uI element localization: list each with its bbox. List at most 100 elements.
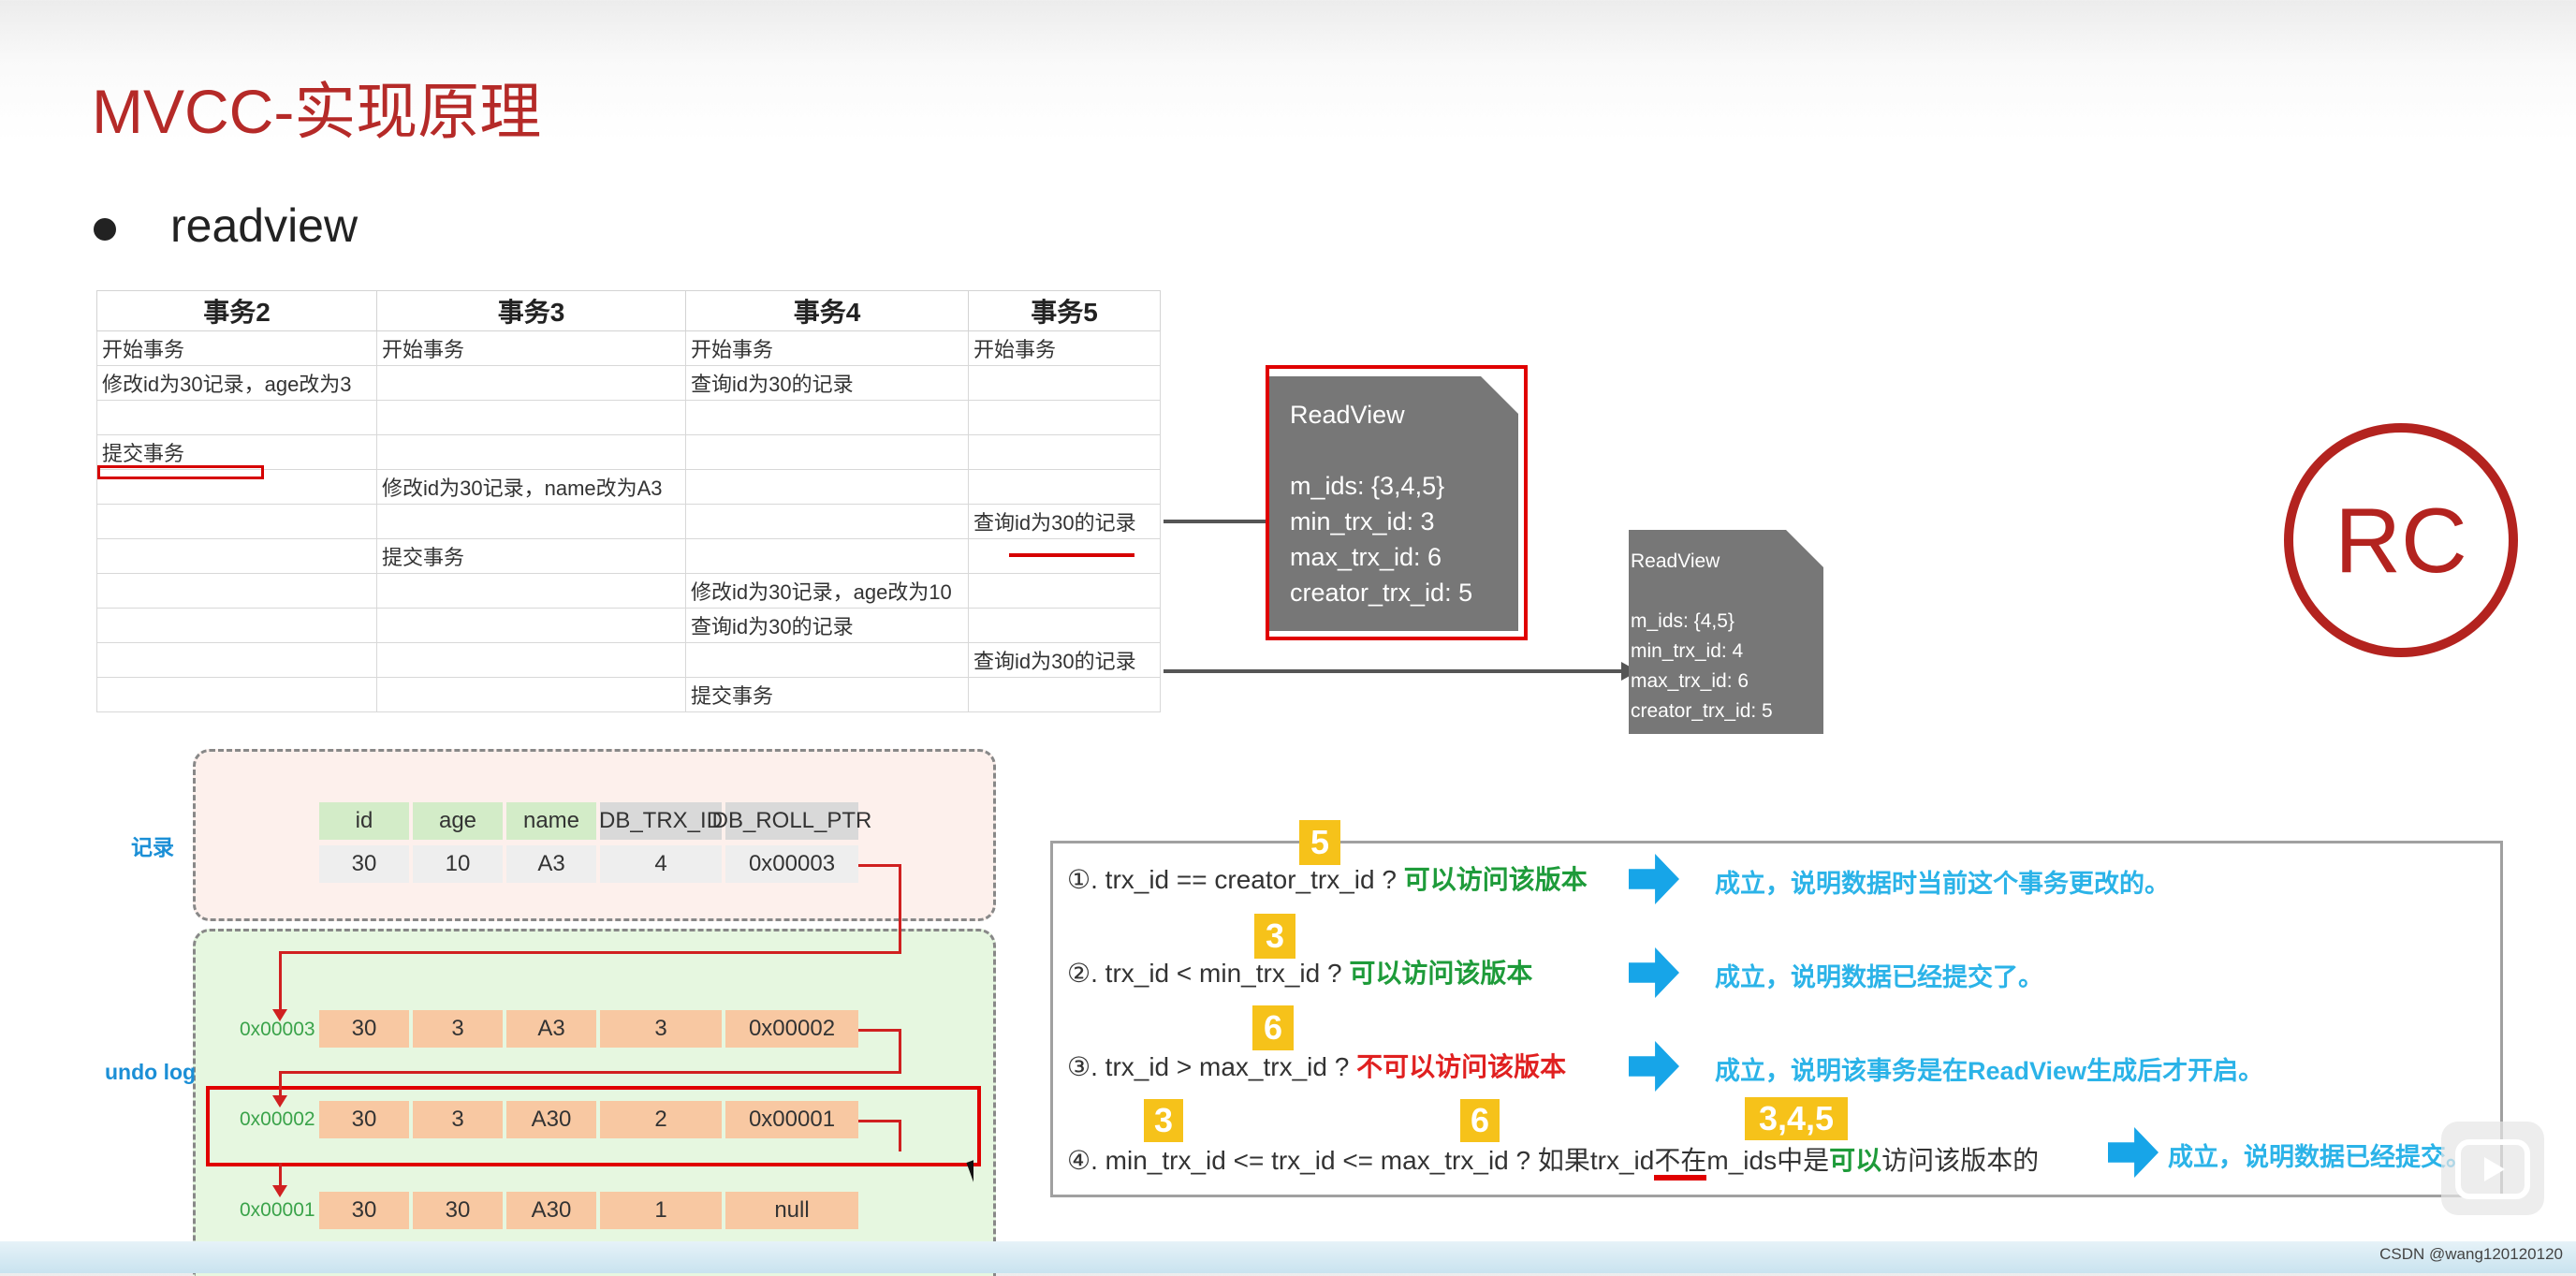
roll-ptr-line [279,1163,282,1191]
undo-row-address: 0x00002 [240,1108,315,1130]
undo-cell: A30 [506,1192,596,1229]
table-row: 查询id为30的记录 [96,504,1161,539]
table-cell: 开始事务 [376,330,686,366]
roll-ptr-line [899,864,901,953]
readview-title: ReadView [1631,550,1720,572]
rule-badge: 6 [1252,1005,1294,1050]
rule-badge: 5 [1299,820,1340,865]
readview-m-ids: m_ids: {4,5} [1631,610,1734,632]
table-row: 修改id为30记录，age改为10 [96,573,1161,609]
roll-ptr-line [858,1120,901,1122]
table-cell [376,504,686,539]
rule-verdict: 可以 [1829,1146,1882,1175]
readview-creator-trx-id: creator_trx_id: 5 [1290,579,1473,607]
record-header-db-trx-id: DB_TRX_ID [599,802,723,840]
undo-cell: A30 [506,1101,596,1138]
table-header-row: 事务2 事务3 事务4 事务5 [96,290,1161,331]
table-cell: 修改id为30记录，name改为A3 [376,469,686,505]
roll-ptr-line [899,1120,901,1151]
table-header-cell: 事务5 [968,290,1161,331]
table-cell [96,642,377,678]
record-value: A3 [506,845,596,883]
roll-ptr-line [279,951,901,954]
rule-3-condition: ③. trx_id > max_trx_id ? 不可以访问该版本 [1067,1047,1566,1084]
rule-4-result: 成立，说明数据已经提交。 [2168,1143,2471,1171]
record-header-name: name [506,802,596,840]
table-cell: 开始事务 [96,330,377,366]
isolation-level-badge: RC [2284,423,2518,657]
table-cell [376,642,686,678]
table-cell: 查询id为30的记录 [968,642,1161,678]
undo-cell: 2 [600,1101,722,1138]
roll-ptr-line [899,1029,901,1073]
rule-text: ②. trx_id < min_trx_id ? [1067,959,1342,988]
commit-highlight-box [97,465,264,479]
undo-cell: A3 [506,1010,596,1048]
record-value: 10 [413,845,503,883]
rule-text: ①. trx_id == creator_trx_id ? [1067,865,1397,894]
rule-text: ④. min_trx_id <= trx_id <= max_trx_id ? … [1067,1146,1655,1175]
table-cell [685,434,969,470]
rule-badge: 3,4,5 [1745,1097,1848,1140]
table-row: 查询id为30的记录 [96,608,1161,643]
undo-cell: 3 [413,1101,503,1138]
table-row [96,400,1161,435]
record-header-db-roll-ptr: DB_ROLL_PTR [712,802,871,840]
rule-badge: 3 [1144,1099,1183,1142]
table-cell [96,538,377,574]
roll-ptr-line [279,951,282,1011]
undo-cell: 30 [319,1010,409,1048]
table-header-cell: 事务4 [685,290,969,331]
table-cell [968,469,1161,505]
roll-ptr-arrowhead [272,1009,287,1021]
roll-ptr-arrowhead [272,1095,287,1107]
rule-badge: 6 [1460,1099,1500,1142]
rule-text-not-in: 不在 [1654,1146,1707,1181]
table-cell [968,608,1161,643]
table-row: 查询id为30的记录 [96,642,1161,678]
table-row: 提交事务 [96,677,1161,712]
rule-text: m_ids中是 [1706,1146,1830,1175]
roll-ptr-line [279,1071,282,1101]
table-row: 开始事务开始事务开始事务开始事务 [96,330,1161,366]
table-cell [968,573,1161,609]
roll-ptr-line [858,864,901,867]
arrow-to-readview1 [1164,520,1268,523]
play-icon [2455,1139,2530,1199]
table-cell [968,434,1161,470]
table-cell: 提交事务 [376,538,686,574]
transaction-table: 事务2 事务3 事务4 事务5 开始事务开始事务开始事务开始事务 修改id为30… [96,290,1161,712]
table-cell [96,573,377,609]
slide-subtitle: readview [170,199,359,252]
readview-min-trx-id: min_trx_id: 4 [1631,640,1744,662]
undo-cell: 3 [413,1010,503,1048]
table-cell: 提交事务 [685,677,969,712]
readview-card-1: ReadView m_ids: {3,4,5} min_trx_id: 3 ma… [1269,376,1518,631]
undo-row-address: 0x00001 [240,1199,315,1221]
readview-highlight-box [1266,365,1528,640]
rule-1-result: 成立，说明数据时当前这个事务更改的。 [1715,870,2170,898]
slide-title: MVCC-实现原理 [92,77,542,146]
undo-cell: 1 [600,1192,722,1229]
record-header-age: age [413,802,503,840]
arrow-to-readview2 [1164,669,1622,673]
bullet-dot [94,218,116,241]
readview-max-trx-id: max_trx_id: 6 [1290,543,1442,571]
table-cell: 修改id为30记录，age改为10 [685,573,969,609]
readview-max-trx-id: max_trx_id: 6 [1631,670,1749,692]
undo-cell: null [725,1192,858,1229]
table-cell [685,400,969,435]
table-cell [96,677,377,712]
record-header-id: id [319,802,409,840]
play-button[interactable] [2441,1122,2544,1215]
readview-m-ids: m_ids: {3,4,5} [1290,472,1445,500]
undo-cell: 0x00002 [725,1010,858,1048]
bottom-wave-decoration [0,1241,2576,1273]
table-cell [96,400,377,435]
query-underline [1009,553,1134,557]
table-cell [968,400,1161,435]
record-value: 30 [319,845,409,883]
table-cell [376,365,686,401]
rule-verdict: 可以访问该版本 [1403,865,1588,894]
table-cell: 提交事务 [96,434,377,470]
